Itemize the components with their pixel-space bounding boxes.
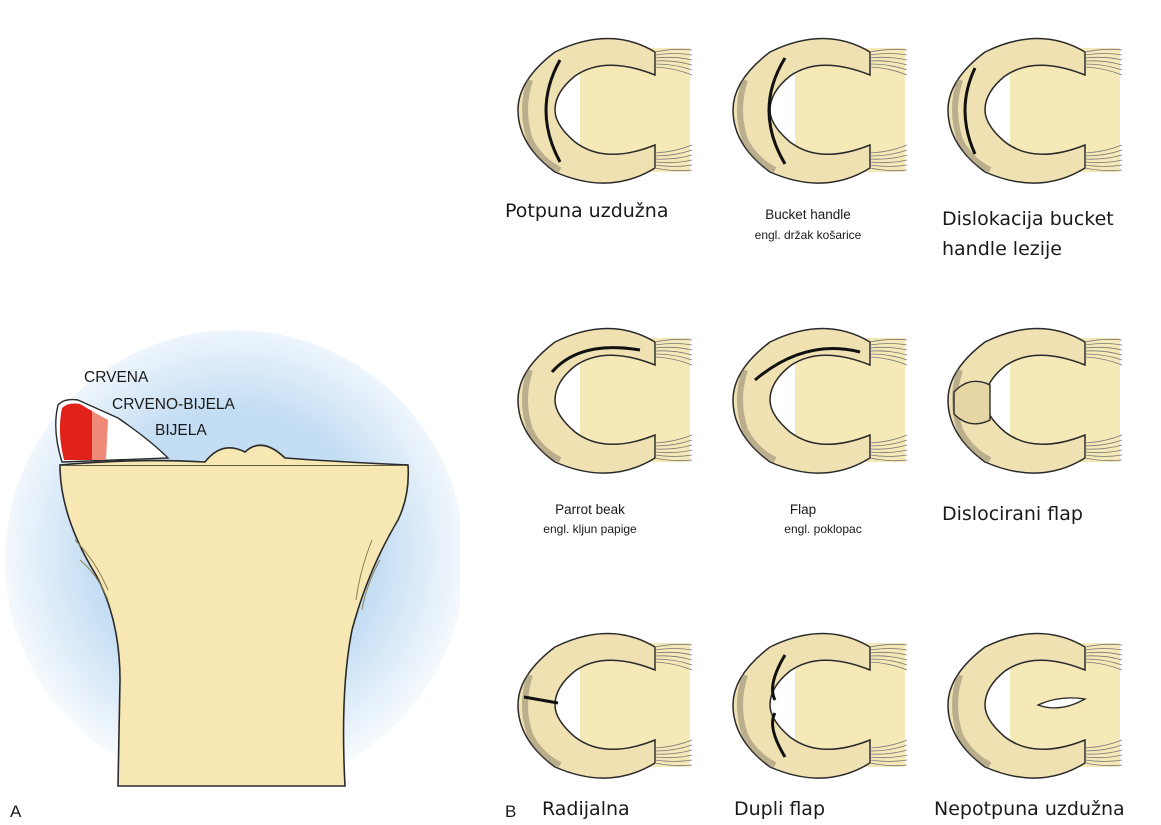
tear-flap xyxy=(733,329,907,474)
tear-radijalna xyxy=(518,634,692,779)
note-bucket-handle: engl. držak košarice xyxy=(718,228,898,242)
label-red-zone: CRVENA xyxy=(84,369,148,387)
label-handle-lezije: handle lezije xyxy=(942,238,1062,260)
label-flap: Flap xyxy=(718,502,888,517)
label-potpuna-uzduzna: Potpuna uzdužna xyxy=(505,200,668,222)
label-nepotpuna-uzduzna: Nepotpuna uzdužna xyxy=(934,798,1125,820)
label-white-zone: BIJELA xyxy=(155,422,207,440)
tear-potpuna-uzduzna xyxy=(518,39,692,184)
label-dislocirani-flap: Dislocirani flap xyxy=(942,503,1083,525)
label-bucket-handle: Bucket handle xyxy=(718,207,898,222)
tear-dislocirani-flap xyxy=(948,329,1122,474)
tear-parrot-beak xyxy=(518,329,692,474)
note-flap: engl. poklopac xyxy=(748,522,898,536)
tear-bucket-handle xyxy=(733,39,907,184)
label-dislokacija-bucket: Dislokacija bucket xyxy=(942,208,1114,230)
tear-dislokacija-bucket-handle xyxy=(948,39,1122,184)
displaced-flap xyxy=(954,381,990,424)
label-dupli-flap: Dupli flap xyxy=(734,798,825,820)
label-parrot-beak: Parrot beak xyxy=(500,502,680,517)
label-red-white-zone: CRVENO-BIJELA xyxy=(112,396,235,414)
tear-nepotpuna-uzduzna xyxy=(948,634,1122,779)
label-radijalna: Radijalna xyxy=(542,798,630,820)
note-parrot-beak: engl. kljun papige xyxy=(500,522,680,536)
panel-b-letter: B xyxy=(505,802,516,822)
tear-dupli-flap xyxy=(733,634,907,779)
panel-a-letter: A xyxy=(10,802,21,822)
